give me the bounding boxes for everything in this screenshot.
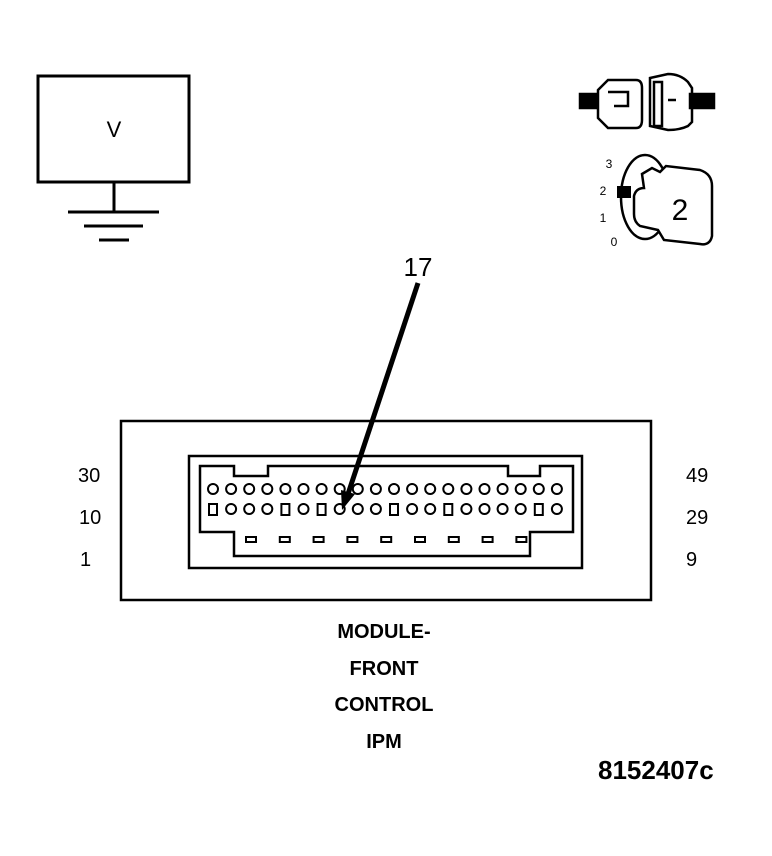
pin-cavity-middle: [478, 503, 491, 515]
pin-cavity-middle: [280, 503, 291, 516]
pin-cavity-middle: [443, 503, 454, 516]
pin-cavity-middle: [514, 503, 527, 515]
ignition-position-0: 0: [611, 235, 618, 249]
pin-cavity-middle: [261, 503, 274, 515]
pin-cavity-top: [261, 483, 274, 495]
module-name-line-3: CONTROL: [334, 694, 434, 716]
connector-body: [119, 419, 653, 602]
pin-cavity-bottom: [447, 536, 460, 543]
pin-cavity-middle: [225, 503, 238, 515]
voltmeter-label: V: [107, 117, 122, 142]
pin-cavity-bottom: [346, 536, 359, 543]
pin-cavity-top: [478, 483, 491, 495]
pin-cavity-top: [225, 483, 238, 495]
pin-cavity-top: [315, 483, 328, 495]
ignition-key-icon: [617, 153, 714, 246]
pin-cavity-top: [279, 483, 292, 495]
pin-cavity-bottom: [245, 536, 257, 543]
pin-label-9: 9: [686, 549, 698, 571]
pin-cavity-top: [550, 483, 563, 495]
voltmeter-symbol: [36, 74, 191, 242]
pin-cavity-top: [388, 483, 400, 495]
pin-label-49: 49: [686, 465, 709, 487]
pin-cavity-middle: [389, 503, 399, 516]
pin-cavity-top: [207, 483, 219, 495]
pin-cavity-top: [496, 483, 509, 495]
pin-cavity-bottom: [515, 536, 528, 543]
pin-label-30: 30: [78, 465, 101, 487]
pin-cavity-top: [351, 483, 364, 495]
pin-cavity-middle: [460, 503, 473, 515]
module-name-line-2: FRONT: [349, 658, 419, 680]
pin-cavity-middle: [243, 503, 256, 515]
pin-cavity-top: [514, 483, 527, 495]
pin-cavity-middle: [369, 503, 382, 515]
pin-callout-arrow: [341, 282, 421, 510]
pin-cavity-bottom: [481, 536, 494, 543]
pin-cavity-top: [460, 483, 473, 495]
module-name-line-1: MODULE-: [337, 621, 431, 643]
pin-label-29: 29: [686, 507, 709, 529]
pin-cavity-top: [424, 483, 437, 495]
pin-cavity-bottom: [278, 536, 291, 543]
pin-cavity-middle: [496, 503, 509, 515]
pin-label-10: 10: [79, 507, 102, 529]
ignition-position-3: 3: [606, 157, 613, 171]
pin-cavity-middle: [550, 503, 563, 515]
pin-cavity-bottom: [312, 536, 325, 543]
pin-label-1: 1: [80, 549, 92, 571]
pin-cavity-middle: [533, 503, 544, 516]
pin-cavity-top: [406, 483, 419, 495]
pin-cavity-top: [369, 483, 382, 495]
pin-cavity-middle: [297, 503, 310, 515]
pin-cavity-middle: [406, 503, 419, 515]
pin-cavity-top: [297, 483, 310, 495]
pin-cavity-bottom: [414, 536, 426, 543]
pin-cavity-middle: [424, 503, 437, 515]
pin-cavity-middle: [208, 503, 218, 516]
pin-cavity-bottom: [380, 536, 393, 543]
pin-cavity-middle: [316, 503, 327, 516]
pin-callout-label: 17: [404, 252, 433, 282]
connector-pins: [207, 483, 563, 543]
connector-disconnected-icon: [578, 72, 716, 132]
pin-cavity-top: [532, 483, 545, 495]
pin-cavity-top: [243, 483, 256, 495]
pin-cavity-top: [442, 483, 455, 495]
ignition-position-2: 2: [600, 184, 607, 198]
pin-cavity-middle: [351, 503, 364, 515]
ignition-selected-position: 2: [672, 194, 689, 227]
ignition-position-1: 1: [600, 211, 607, 225]
figure-id: 8152407c: [598, 755, 714, 785]
module-name-line-4: IPM: [366, 731, 402, 753]
